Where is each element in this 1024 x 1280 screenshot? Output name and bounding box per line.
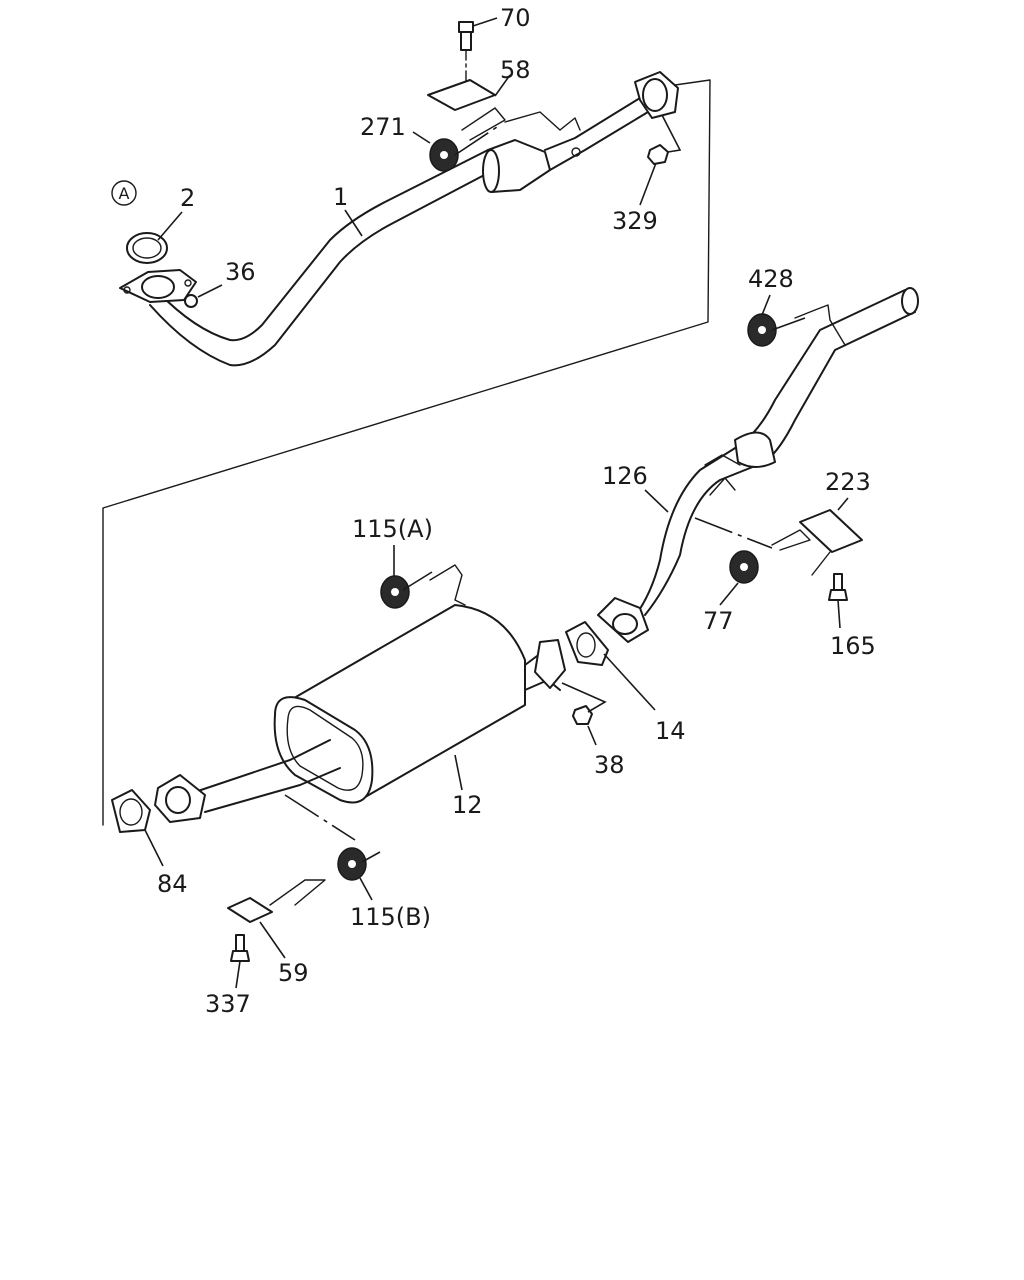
assembly-frame xyxy=(102,79,711,826)
bolt-337 xyxy=(230,934,250,962)
bracket-58 xyxy=(427,79,506,141)
label-38: 38 xyxy=(594,751,625,779)
label-58: 58 xyxy=(500,56,531,84)
label-77: 77 xyxy=(703,607,734,635)
bracket-59 xyxy=(227,879,326,923)
label-115a: 115(A) xyxy=(352,515,433,543)
nut-38 xyxy=(572,705,593,725)
label-223: 223 xyxy=(825,468,871,496)
label-329: 329 xyxy=(612,207,658,235)
rubber-mount-271 xyxy=(429,138,459,172)
reference-marker-a: A xyxy=(111,180,137,206)
label-84: 84 xyxy=(157,870,188,898)
bracket-223 xyxy=(771,509,863,576)
nut-36 xyxy=(184,294,198,308)
muffler xyxy=(154,564,566,823)
reference-marker-a-label: A xyxy=(119,184,130,203)
label-115b: 115(B) xyxy=(350,903,431,931)
label-126: 126 xyxy=(602,462,648,490)
callout-labels: 70 58 271 329 2 1 36 428 126 223 115(A) … xyxy=(157,4,876,1018)
tail-pipe xyxy=(597,287,919,643)
rubber-mount-77 xyxy=(729,550,759,584)
label-271: 271 xyxy=(360,113,406,141)
nut-329 xyxy=(647,144,669,165)
label-59: 59 xyxy=(278,959,309,987)
label-2: 2 xyxy=(180,184,195,212)
label-70: 70 xyxy=(500,4,531,32)
label-1: 1 xyxy=(333,183,348,211)
label-12: 12 xyxy=(452,791,483,819)
label-337: 337 xyxy=(205,990,251,1018)
rubber-mount-115a xyxy=(380,575,410,609)
leader-lines xyxy=(144,17,849,989)
label-36: 36 xyxy=(225,258,256,286)
assembly-lines xyxy=(284,124,806,863)
front-exhaust-pipe xyxy=(119,71,679,367)
gasket-84 xyxy=(111,789,151,833)
label-428: 428 xyxy=(748,265,794,293)
label-14: 14 xyxy=(655,717,686,745)
rubber-mount-428 xyxy=(747,313,777,347)
gasket-14 xyxy=(565,621,609,666)
gasket-2 xyxy=(126,232,168,264)
label-165: 165 xyxy=(830,632,876,660)
bolt-165 xyxy=(828,573,848,601)
rubber-mount-115b xyxy=(337,847,367,881)
